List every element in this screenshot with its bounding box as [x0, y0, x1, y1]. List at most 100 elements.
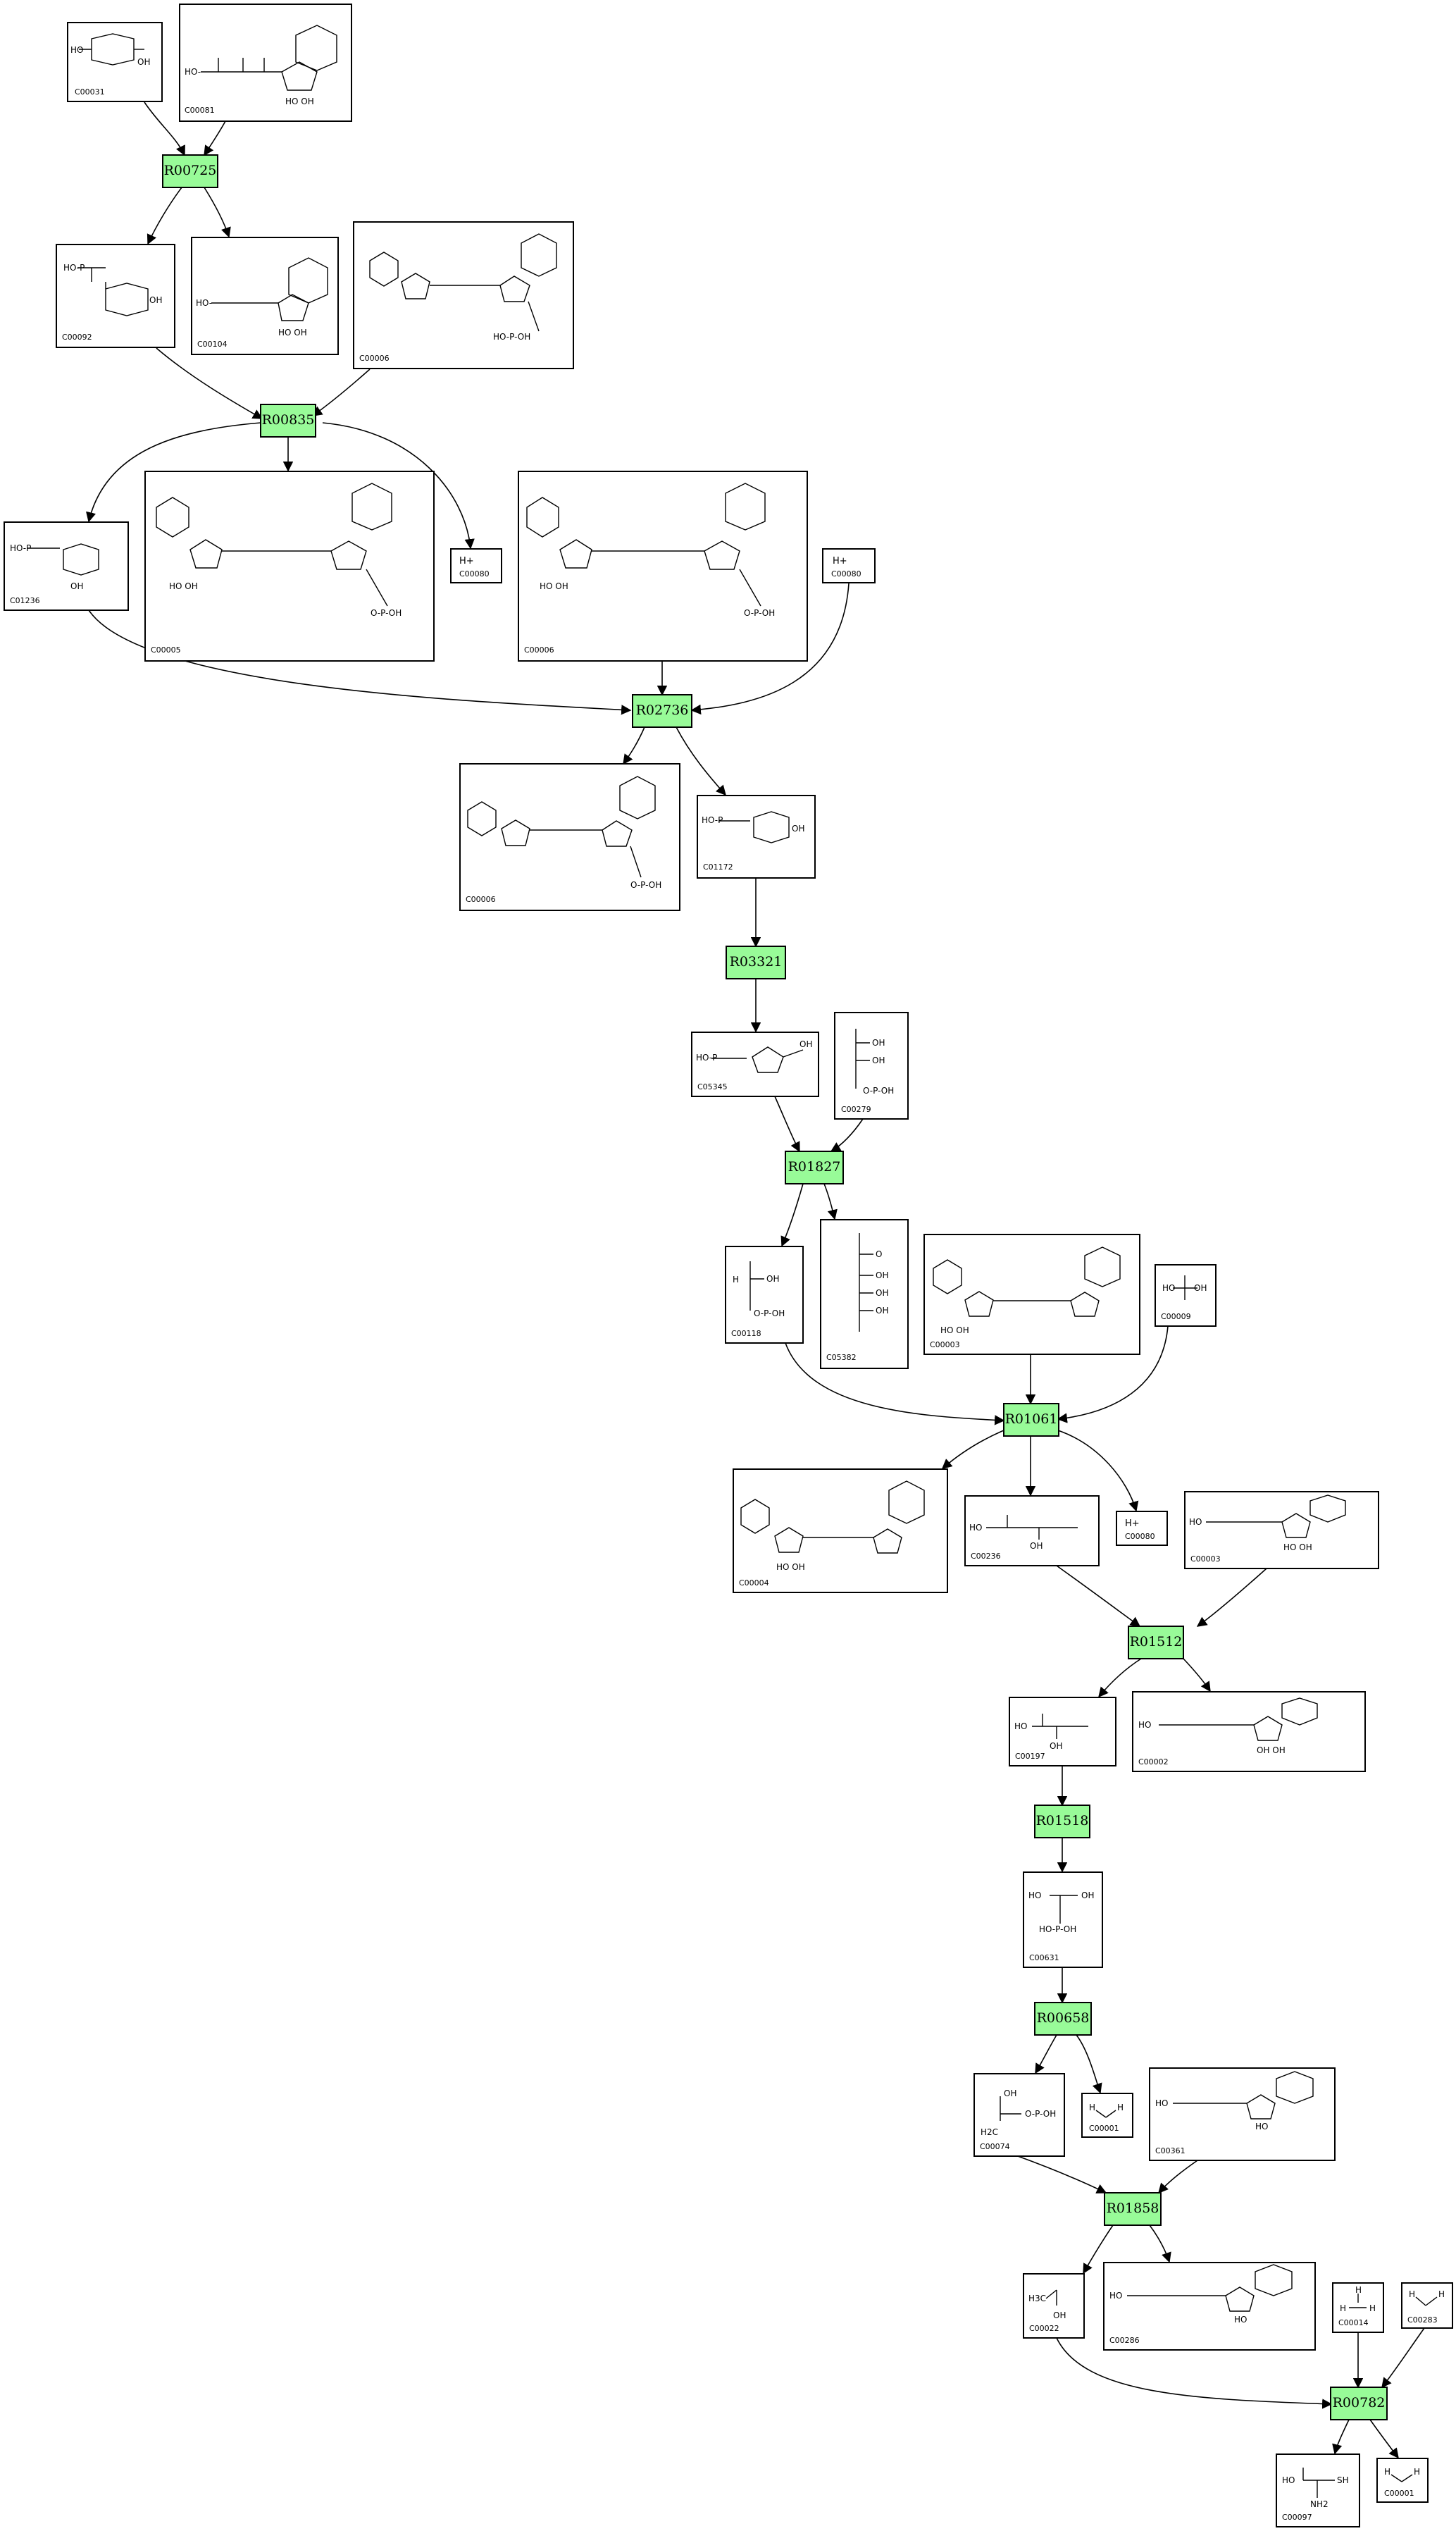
compound-c00031[interactable]: HO OH C00031	[67, 22, 163, 102]
compound-symbol: H+	[833, 556, 847, 567]
edge-c00003b-r01512	[1196, 1568, 1267, 1627]
structure-atom: OH	[1004, 2088, 1016, 2098]
compound-id: C00361	[1155, 2146, 1186, 2155]
compound-id: C00031	[75, 87, 105, 97]
reaction-r00658[interactable]: R00658	[1034, 2002, 1092, 2036]
reaction-r03321[interactable]: R03321	[726, 946, 786, 979]
compound-c00236[interactable]: HO OH C00236	[964, 1495, 1100, 1566]
structure-atom: OH	[1194, 1283, 1207, 1293]
structure-atom: H	[1438, 2289, 1445, 2299]
structure-atom: OH	[1081, 1890, 1094, 1900]
reaction-r01518[interactable]: R01518	[1034, 1805, 1090, 1838]
edge-r00835-c00080a	[322, 422, 475, 550]
compound-id: C00286	[1109, 2336, 1140, 2345]
edge-r00658-c00001a	[1076, 2034, 1102, 2094]
compound-c00006-top[interactable]: HO-P-OH C00006	[353, 221, 574, 369]
compound-c00631[interactable]: HO OH HO-P-OH C00631	[1023, 1871, 1103, 1968]
compound-symbol: H+	[1125, 1518, 1140, 1529]
compound-c00022[interactable]: H3C OH C00022	[1023, 2273, 1085, 2339]
reaction-label: R03321	[730, 954, 783, 970]
edge-c00279-r01827	[830, 1118, 864, 1152]
structure-atom: HO OH	[278, 328, 307, 338]
structure-drawing	[1045, 2289, 1057, 2306]
compound-c00004[interactable]: HO OH C00004	[733, 1468, 948, 1593]
compound-id: C00006	[524, 645, 554, 655]
compound-c00009[interactable]: HO OH C00009	[1155, 1264, 1217, 1327]
edge-r00725-c00092	[147, 187, 182, 245]
structure-drawing	[201, 25, 337, 91]
reaction-label: R00835	[262, 412, 315, 428]
compound-c00002[interactable]: HO OH OH C00002	[1132, 1691, 1366, 1772]
compound-c05345[interactable]: HO-P OH C05345	[691, 1032, 819, 1097]
compound-c00080-b[interactable]: H+ C00080	[822, 548, 876, 583]
structure-atom: OH	[799, 1039, 812, 1049]
compound-id: C00003	[1190, 1554, 1221, 1564]
compound-c00361[interactable]: HO HO C00361	[1149, 2067, 1336, 2161]
reaction-r01061[interactable]: R01061	[1003, 1403, 1059, 1437]
compound-symbol: H+	[459, 556, 474, 567]
reaction-r01858[interactable]: R01858	[1104, 2192, 1162, 2226]
compound-c00104[interactable]: HO- HO OH C00104	[191, 237, 339, 355]
reaction-r01827[interactable]: R01827	[785, 1151, 844, 1184]
structure-drawing	[933, 1246, 1121, 1317]
compound-c00092[interactable]: HO-P OH C00092	[56, 244, 175, 348]
reaction-r00725[interactable]: R00725	[162, 154, 218, 188]
edge-c00361-r01858	[1158, 2160, 1198, 2194]
compound-c00097[interactable]: HO SH NH2 C00097	[1276, 2453, 1360, 2527]
compound-c00006-middle[interactable]: O-P-OH HO OH C00006	[518, 471, 808, 662]
compound-id: C00009	[1161, 1312, 1191, 1321]
compound-c00283[interactable]: H H C00283	[1401, 2282, 1453, 2329]
structure-drawing	[740, 1480, 925, 1554]
compound-c00118[interactable]: H OH O-P-OH C00118	[725, 1246, 804, 1344]
structure-drawing	[1095, 2110, 1116, 2118]
structure-drawing	[369, 233, 557, 332]
structure-atom: HO	[1109, 2291, 1122, 2301]
compound-c00001-a[interactable]: H H C00001	[1081, 2093, 1133, 2138]
edge-r02736-c00006c	[623, 726, 645, 765]
reaction-r00782[interactable]: R00782	[1330, 2387, 1388, 2420]
reaction-r02736[interactable]: R02736	[632, 694, 692, 728]
compound-c00197[interactable]: HO OH C00197	[1009, 1697, 1116, 1766]
compound-c01172[interactable]: HO-P OH C01172	[697, 795, 816, 879]
structure-atom: OH	[70, 581, 83, 591]
edge-c00009-r01061	[1057, 1325, 1169, 1423]
compound-c00014[interactable]: H H H C00014	[1332, 2282, 1384, 2333]
structure-atom: OH	[137, 57, 150, 67]
structure-drawing	[1159, 1697, 1318, 1741]
compound-c00286[interactable]: HO HO C00286	[1103, 2262, 1316, 2351]
compound-c00074[interactable]: OH O-P-OH H2C C00074	[973, 2073, 1065, 2157]
structure-atom: HO-P	[10, 543, 31, 553]
edge-c00080b-r02736	[690, 583, 850, 715]
compound-id: C01236	[10, 596, 40, 605]
compound-c00006-lower[interactable]: O-P-OH C00006	[459, 763, 680, 911]
compound-c00279[interactable]: OH OH O-P-OH C00279	[834, 1012, 909, 1120]
compound-c00081[interactable]: HO- HO OH C00081	[179, 4, 352, 122]
compound-c05382[interactable]: O OH OH OH C05382	[820, 1219, 909, 1369]
structure-atom: HO-P-OH	[1039, 1924, 1076, 1934]
compound-id: C00001	[1384, 2489, 1414, 2498]
edge-r01827-c05382	[823, 1183, 838, 1220]
compound-c01236[interactable]: HO-P OH C01236	[4, 521, 129, 611]
structure-atom: OH	[766, 1274, 779, 1284]
compound-c00080-c[interactable]: H+ C00080	[1116, 1511, 1168, 1546]
compound-c00003-b[interactable]: HO HO OH C00003	[1184, 1491, 1379, 1569]
compound-c00080-a[interactable]: H+ C00080	[450, 548, 502, 583]
reaction-r01512[interactable]: R01512	[1128, 1626, 1184, 1659]
structure-atom: NH2	[1310, 2499, 1329, 2509]
reaction-label: R00782	[1333, 2395, 1386, 2411]
structure-atom: HO-	[196, 298, 212, 308]
structure-atom: H2C	[981, 2127, 998, 2137]
reaction-r00835[interactable]: R00835	[260, 404, 316, 438]
compound-id: C00080	[831, 569, 861, 578]
compound-c00005[interactable]: O-P-OH HO OH C00005	[144, 471, 435, 662]
structure-drawing	[526, 483, 766, 607]
structure-drawing	[467, 776, 656, 878]
compound-id: C00080	[1125, 1532, 1155, 1541]
structure-atom: OH	[1050, 1741, 1062, 1751]
structure-atom: HO-P	[63, 263, 85, 273]
compound-c00001-b[interactable]: H H C00001	[1376, 2458, 1429, 2503]
compound-c00003-a[interactable]: HO OH C00003	[923, 1234, 1140, 1355]
structure-drawing	[986, 1515, 1078, 1540]
edges	[86, 101, 1425, 2459]
